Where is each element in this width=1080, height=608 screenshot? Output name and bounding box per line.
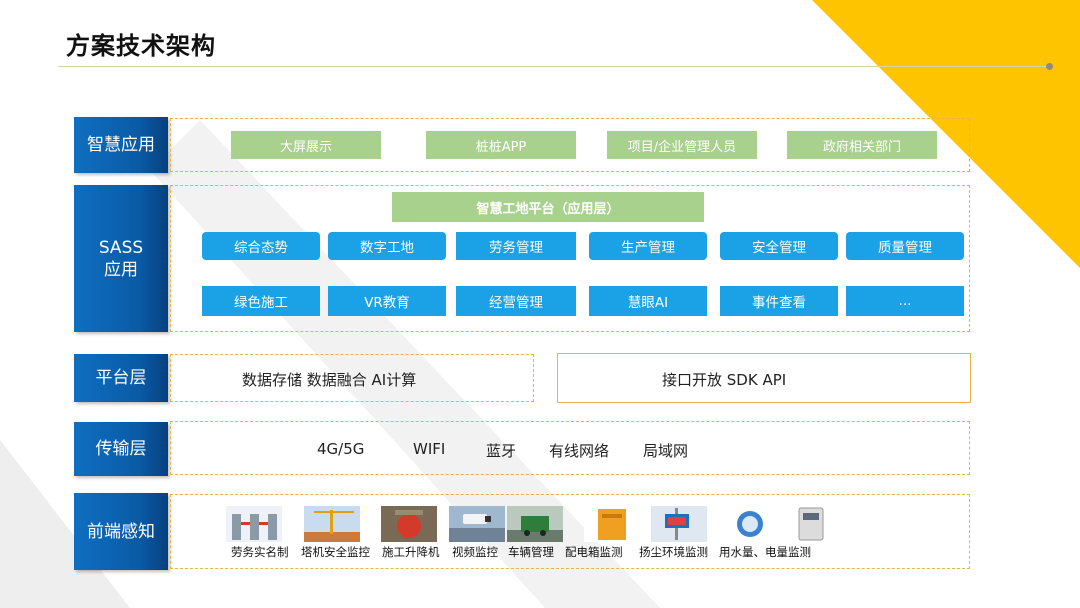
title-divider-dot xyxy=(1046,63,1053,70)
camera-icon xyxy=(449,506,505,542)
sass-module-more: ... xyxy=(846,286,964,316)
layer-label-smart-app: 智慧应用 xyxy=(74,117,168,173)
page-title: 方案技术架构 xyxy=(66,32,216,60)
sensor-label-vehicle: 车辆管理 xyxy=(508,545,554,559)
transport-4g5g: 4G/5G xyxy=(317,440,365,458)
layer-label-frontend: 前端感知 xyxy=(74,493,168,570)
layer-label-transport: 传输层 xyxy=(74,422,168,476)
app-item-managers: 项目/企业管理人员 xyxy=(607,131,757,159)
sass-module-vr: VR教育 xyxy=(328,286,446,316)
smart-app-container xyxy=(170,118,970,172)
tower-crane-icon xyxy=(304,506,360,542)
sensor-label-labor: 劳务实名制 xyxy=(231,545,289,559)
sass-container xyxy=(170,185,970,332)
sensor-label-meters: 用水量、电量监测 xyxy=(719,545,811,559)
title-divider xyxy=(58,66,1048,67)
sass-module-business: 经营管理 xyxy=(456,286,576,316)
layer-label-sass: SASS 应用 xyxy=(74,185,168,332)
sass-module-green: 绿色施工 xyxy=(202,286,320,316)
sass-module-labor: 劳务管理 xyxy=(456,232,576,260)
sass-module-overview: 综合态势 xyxy=(202,232,320,260)
distribution-box-icon xyxy=(584,506,640,542)
platform-data-text: 数据存储 数据融合 AI计算 xyxy=(242,371,417,389)
sass-module-quality: 质量管理 xyxy=(846,232,964,260)
sass-module-events: 事件查看 xyxy=(720,286,838,316)
app-item-government: 政府相关部门 xyxy=(787,131,937,159)
water-meter-icon xyxy=(722,506,778,542)
dust-monitor-icon xyxy=(651,506,707,542)
frontend-container xyxy=(170,494,970,569)
transport-bluetooth: 蓝牙 xyxy=(486,442,517,460)
transport-container xyxy=(170,421,970,475)
smart-site-platform: 智慧工地平台（应用层） xyxy=(392,192,704,222)
sass-label-line2: 应用 xyxy=(104,259,138,280)
sensor-label-hoist: 施工升降机 xyxy=(382,545,440,559)
sass-module-digital-site: 数字工地 xyxy=(328,232,446,260)
hoist-icon xyxy=(381,506,437,542)
transport-wifi: WIFI xyxy=(413,440,446,458)
sensor-label-dust: 扬尘环境监测 xyxy=(639,545,708,559)
electric-meter-icon xyxy=(783,506,839,542)
sass-module-ai: 慧眼AI xyxy=(589,286,707,316)
platform-interface-container xyxy=(557,353,971,403)
sass-module-production: 生产管理 xyxy=(589,232,707,260)
sensor-label-distribution: 配电箱监测 xyxy=(565,545,623,559)
sensor-label-video: 视频监控 xyxy=(452,545,498,559)
transport-lan: 局域网 xyxy=(643,442,689,460)
sensor-label-crane: 塔机安全监控 xyxy=(301,545,370,559)
vehicle-wash-icon xyxy=(507,506,563,542)
app-item-mobile-app: 桩桩APP xyxy=(426,131,576,159)
turnstile-icon xyxy=(226,506,282,542)
app-item-big-screen: 大屏展示 xyxy=(231,131,381,159)
sass-label-line1: SASS xyxy=(98,237,144,258)
platform-data-container xyxy=(170,354,534,402)
layer-label-platform: 平台层 xyxy=(74,354,168,402)
sass-module-safety: 安全管理 xyxy=(720,232,838,260)
platform-interface-text: 接口开放 SDK API xyxy=(662,371,787,389)
transport-wired: 有线网络 xyxy=(549,442,610,460)
